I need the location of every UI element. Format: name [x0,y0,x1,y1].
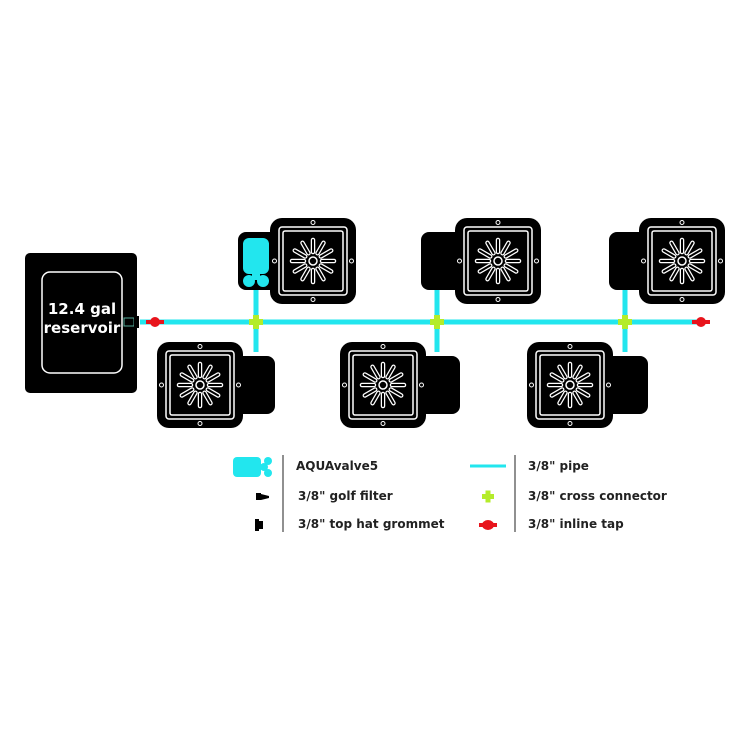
pot-unit-bottom-3 [527,342,648,428]
reservoir [25,253,137,393]
legend-cross-connector-icon [482,490,494,503]
reservoir-name: reservoir [43,319,121,337]
legend-label-cross-connector: 3/8" cross connector [528,489,667,503]
legend-label-golf-filter: 3/8" golf filter [298,489,393,503]
golf-filter-icon [123,316,139,328]
legend-inline-tap-icon [479,520,497,530]
legend-label-pipe: 3/8" pipe [528,459,589,473]
pot-unit-top-1 [238,218,356,304]
pot-unit-bottom-2 [340,342,460,428]
inline-tap-icon [692,317,710,327]
pot-unit-top-2 [421,218,541,304]
legend-golf-filter-icon [256,493,269,500]
cross-connector-icon [430,315,444,329]
pot-unit-top-3 [609,218,725,304]
legend-aquavalve-icon [233,457,272,477]
aquavalve-icon [243,238,269,287]
legend-grommet-icon [255,519,263,531]
reservoir-capacity: 12.4 gal [47,300,117,318]
legend-label-inline-tap: 3/8" inline tap [528,517,624,531]
pot-unit-bottom-1 [157,342,275,428]
reservoir-label: 12.4 gal reservoir [42,300,122,338]
legend-label-grommet: 3/8" top hat grommet [298,517,445,531]
legend-label-aquavalve: AQUAvalve5 [296,459,379,473]
cross-connector-icon [618,315,632,329]
inline-tap-icon [146,317,164,327]
cross-connector-icon [249,315,263,329]
